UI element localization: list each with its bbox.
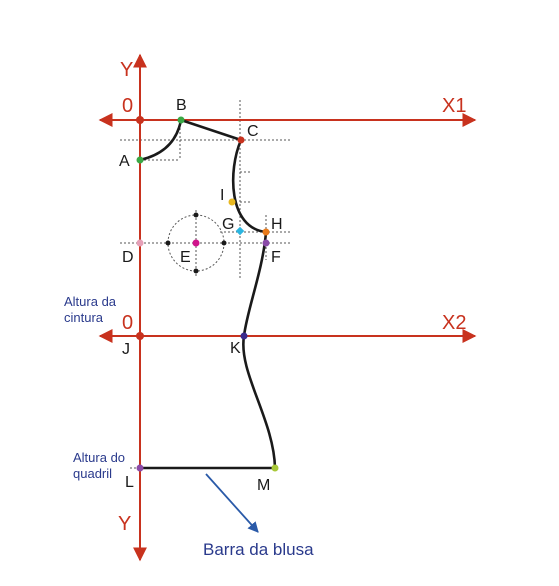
origin-top-point — [136, 116, 144, 124]
point-label-d: D — [122, 249, 134, 266]
y-axis-label-bottom: Y — [118, 513, 131, 535]
point-e-dot — [192, 239, 200, 247]
waist-label-line2: cintura — [64, 310, 104, 325]
hem-arrow — [205, 473, 259, 533]
waist-label-line1: Altura da — [64, 294, 117, 309]
point-a-dot — [136, 156, 144, 164]
guide-dot — [193, 212, 199, 218]
point-label-m: M — [257, 477, 270, 494]
shoulder-line — [179, 118, 243, 142]
side-seam-curve — [242, 230, 277, 470]
hip-label-line2: quadril — [73, 466, 112, 481]
x1-axis-label: X1 — [442, 95, 466, 117]
guide-dot — [221, 240, 227, 246]
guide-dot — [165, 240, 171, 246]
guide-dot — [193, 268, 199, 274]
point-b-dot — [177, 116, 185, 124]
origin-label-mid: 0 — [122, 312, 133, 334]
neckline-curve — [138, 118, 183, 162]
point-label-e: E — [180, 249, 191, 266]
point-c-dot — [237, 136, 245, 144]
y-axis-label-top: Y — [120, 59, 133, 81]
pattern-outline — [138, 118, 277, 470]
hip-label-line1: Altura do — [73, 450, 125, 465]
point-label-c: C — [247, 123, 259, 140]
point-label-j: J — [122, 341, 130, 358]
origin-label-top: 0 — [122, 95, 133, 117]
construction-guides — [120, 100, 292, 469]
points — [136, 116, 279, 472]
axes — [98, 53, 477, 562]
hem-label: Barra da blusa — [203, 540, 314, 559]
x2-axis-label: X2 — [442, 312, 466, 334]
point-label-l: L — [125, 474, 134, 491]
armhole-curve — [231, 138, 268, 234]
point-d-dot — [136, 239, 144, 247]
origin-mid-point — [136, 332, 144, 340]
point-i-dot — [228, 198, 236, 206]
point-label-k: K — [230, 340, 241, 357]
point-label-a: A — [119, 153, 130, 170]
point-label-b: B — [176, 97, 187, 114]
point-label-g: G — [222, 216, 234, 233]
point-label-f: F — [271, 249, 281, 266]
point-f-dot — [262, 239, 270, 247]
point-h-dot — [262, 228, 270, 236]
point-g-dot — [235, 226, 245, 236]
point-k-dot — [240, 332, 248, 340]
point-label-h: H — [271, 216, 283, 233]
point-m-dot — [271, 464, 279, 472]
point-label-i: I — [220, 187, 224, 204]
point-l-dot — [136, 464, 144, 472]
